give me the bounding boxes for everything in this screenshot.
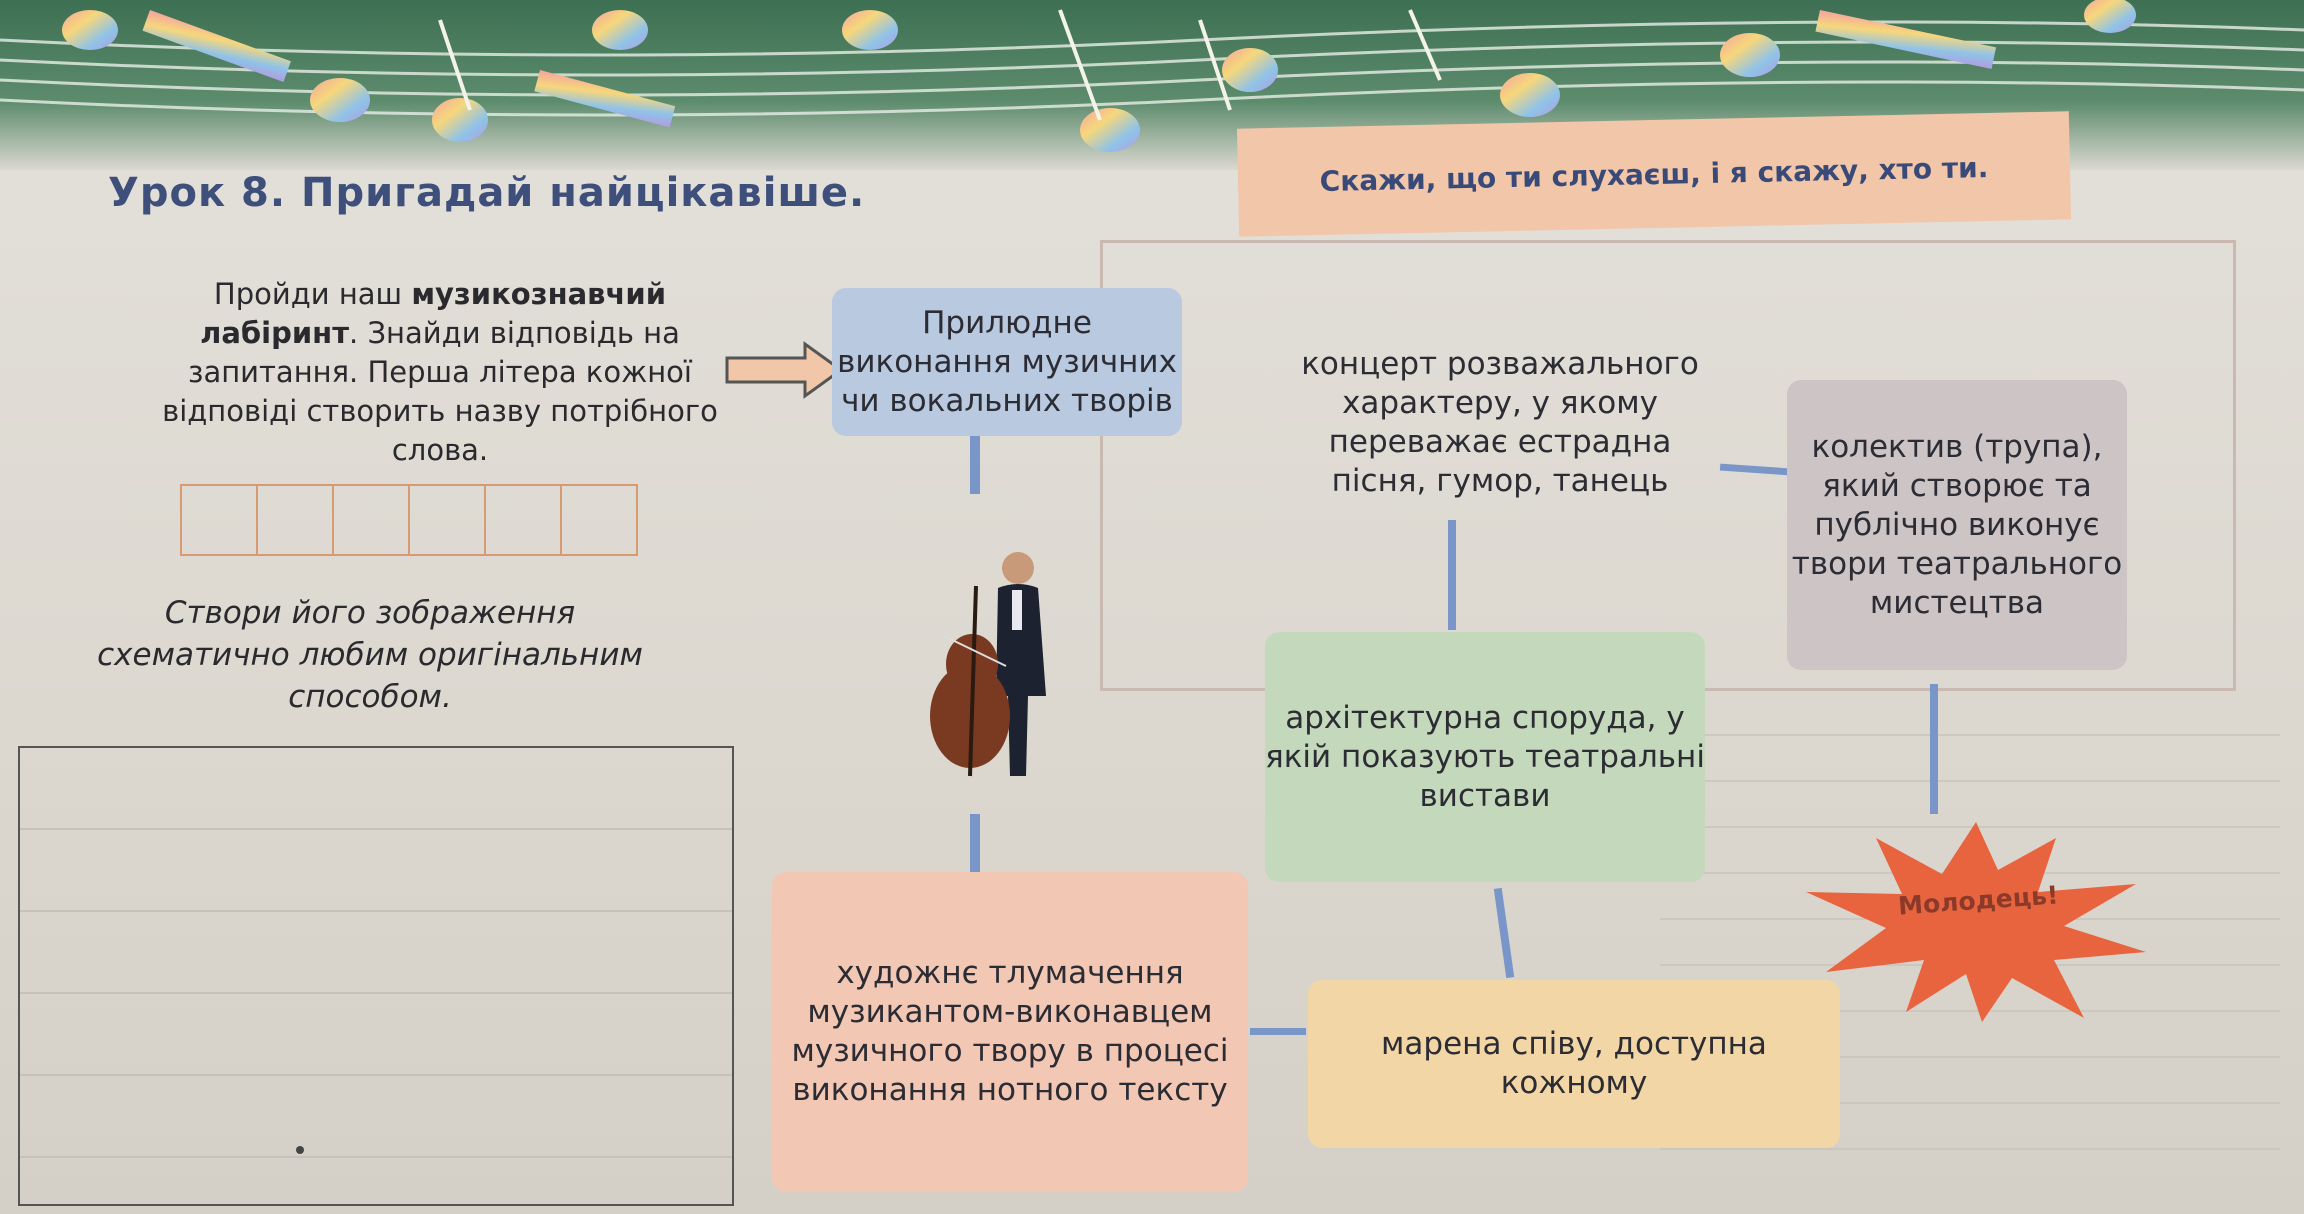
drawing-task: Створи його зображення схематично любим … [97, 595, 643, 715]
star-burst-icon [1806, 822, 2146, 1022]
connector-line [1250, 1028, 1306, 1035]
music-notes-banner [0, 0, 2304, 170]
labyrinth-box-1: Прилюдне виконання музичних чи вокальних… [832, 288, 1182, 436]
motto-banner: Скажи, що ти слухаєш, і я скажу, хто ти. [1236, 111, 2072, 237]
connector-line [1448, 520, 1456, 630]
labyrinth-box-6: марена співу, доступна кожному [1308, 980, 1840, 1148]
dot-mark [296, 1146, 304, 1154]
connector-line [970, 814, 980, 872]
intro-bold-term: музикознавчий лабіринт [200, 277, 667, 350]
letter-box[interactable] [484, 484, 562, 556]
intro-text-before: Пройди наш [213, 277, 412, 311]
cellist-illustration [930, 552, 1046, 777]
answer-letter-boxes [180, 484, 638, 556]
labyrinth-box-2: концерт розважального характеру, у якому… [1301, 346, 1699, 499]
letter-box[interactable] [560, 484, 638, 556]
connector-line [970, 436, 980, 494]
right-arrow-icon [725, 341, 844, 399]
drawing-area[interactable] [18, 746, 734, 1206]
labyrinth-box-4: архітектурна споруда, у якій показують т… [1265, 632, 1705, 882]
letter-box[interactable] [332, 484, 410, 556]
lesson-title: Урок 8. Пригадай найцікавіше. [108, 170, 866, 216]
connector-line [1493, 887, 1515, 979]
letter-box[interactable] [408, 484, 486, 556]
letter-box[interactable] [256, 484, 334, 556]
intro-text-after: . Знайди відповідь на запитання. Перша л… [162, 316, 718, 467]
letter-box[interactable] [180, 484, 258, 556]
intro-text: Пройди наш музикознавчий лабіринт. Знайд… [140, 275, 740, 470]
labyrinth-box-3: колектив (трупа), який створює та публіч… [1787, 380, 2127, 670]
connector-line [1930, 684, 1938, 814]
labyrinth-box-5: художнє тлумачення музикантом-виконавцем… [772, 872, 1248, 1192]
